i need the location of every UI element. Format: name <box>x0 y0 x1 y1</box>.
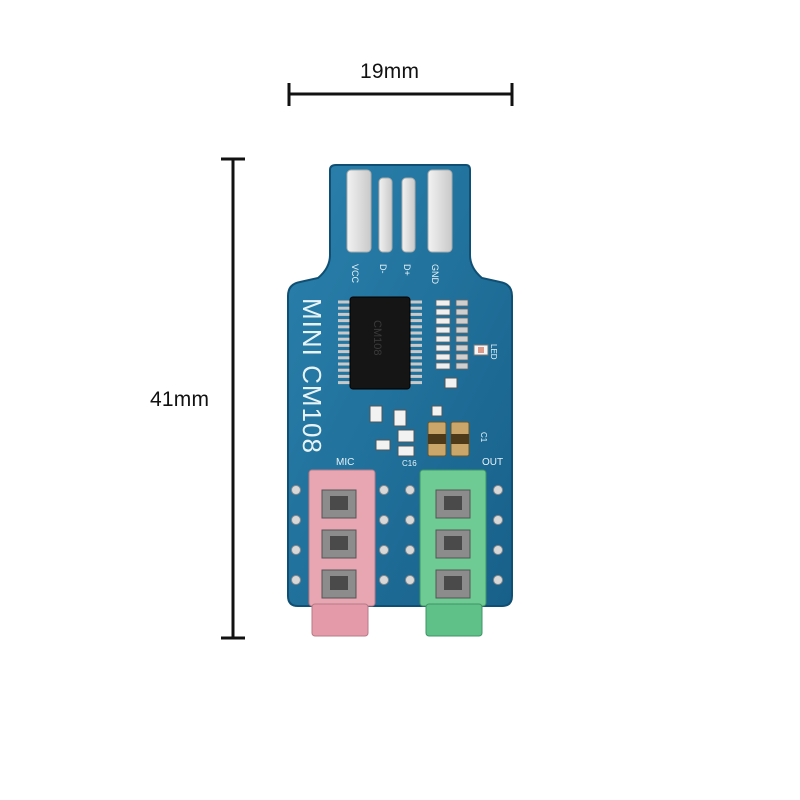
out-audio-jack <box>419 469 487 637</box>
usb-pin-label-dplus: D+ <box>402 264 412 276</box>
small-components <box>369 377 458 457</box>
height-dimension-label: 41mm <box>150 388 210 411</box>
capacitors <box>427 421 470 457</box>
chip-marking: CM108 <box>371 320 383 355</box>
height-dimension-line <box>221 157 245 640</box>
smd-component-array <box>435 299 469 370</box>
usb-pin-label-vcc: VCC <box>350 264 360 284</box>
out-label: OUT <box>482 457 503 468</box>
usb-pin-label-dminus: D- <box>378 264 388 274</box>
mic-label: MIC <box>336 457 354 468</box>
solder-joints <box>291 485 503 585</box>
led: LED <box>473 344 498 360</box>
usb-pin-labels: VCC D- D+ GND <box>350 264 440 285</box>
led-label: LED <box>489 344 498 360</box>
component-label-c16: C16 <box>402 459 417 468</box>
usb-pin-label-gnd: GND <box>430 264 440 285</box>
mic-audio-jack <box>308 469 376 637</box>
usb-contacts <box>346 169 453 253</box>
width-dimension-label: 19mm <box>360 60 420 83</box>
width-dimension-line <box>287 83 514 106</box>
board-title: MINI CM108 <box>297 298 327 454</box>
component-label-c1: C1 <box>479 432 488 443</box>
cm108-chip: CM108 <box>338 296 422 390</box>
